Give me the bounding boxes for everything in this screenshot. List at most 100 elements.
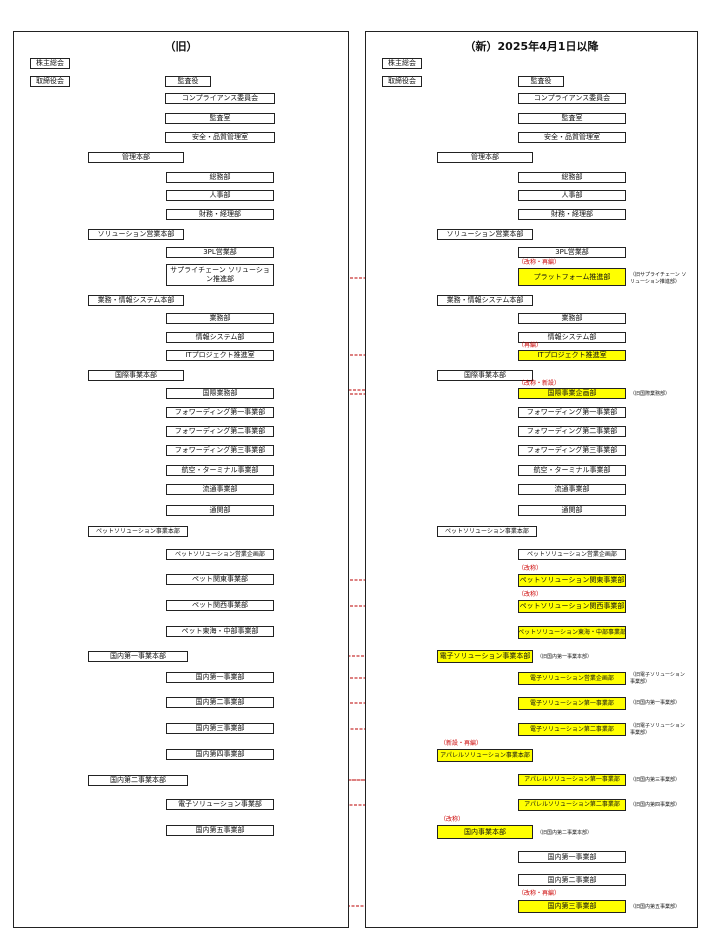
- box-it-project: ITプロジェクト推進室: [166, 350, 274, 361]
- box-compliance: コンプライアンス委員会: [165, 93, 275, 104]
- side-elec2: （旧電子ソリューション 事業部）: [630, 723, 685, 736]
- box-supply-chain: サプライチェーン ソリューション推進部: [166, 264, 274, 286]
- box-hr: 人事部: [166, 190, 274, 201]
- box-new-pet-kanto: ペットソリューション関東事業部: [518, 574, 626, 587]
- box-dom1-div2: 国内第二事業部: [166, 697, 274, 708]
- box-general-affairs: 総務部: [166, 172, 274, 183]
- box-pet-hq: ペットソリューション事業本部: [88, 526, 188, 537]
- box-domestic-hq: 国内事業本部: [437, 825, 533, 839]
- box-elec-planning: 電子ソリューション営業企画部: [518, 672, 626, 685]
- box-apparel2: アパレルソリューション第二事業部: [518, 799, 626, 811]
- box-solution-hq: ソリューション営業本部: [88, 229, 184, 240]
- box-finance: 財務・経理部: [166, 209, 274, 220]
- box-new-tokyo: 通関部: [518, 505, 626, 516]
- box-safety: 安全・品質管理室: [165, 132, 275, 143]
- box-admin-hq: 管理本部: [88, 152, 184, 163]
- box-dom-div5: 国内第五事業部: [166, 825, 274, 836]
- box-new-pet-planning: ペットソリューション営業企画部: [518, 549, 626, 560]
- box-new-intl-hq: 国際事業本部: [437, 370, 533, 381]
- box-new-fwd1: フォワーディング第一事業部: [518, 407, 626, 418]
- box-auditor: 監査役: [165, 76, 211, 87]
- box-distribution: 流通事業部: [166, 484, 274, 495]
- box-3pl-sales: 3PL営業部: [166, 247, 274, 258]
- box-new-3pl-sales: 3PL営業部: [518, 247, 626, 258]
- side-elec1: （旧国内第一事業部）: [630, 700, 681, 706]
- box-new-admin-hq: 管理本部: [437, 152, 533, 163]
- box-pet-planning: ペットソリューション営業企画部: [166, 549, 274, 560]
- box-audit-office: 監査室: [165, 113, 275, 124]
- box-new-air-sea: 航空・ターミナル事業部: [518, 465, 626, 476]
- box-ops-hq: 業務・情報システム本部: [88, 295, 184, 306]
- box-new-fwd3: フォワーディング第三事業部: [518, 445, 626, 456]
- note-pet-kanto: （改称）: [518, 565, 543, 572]
- box-new-auditor: 監査役: [518, 76, 564, 87]
- side-apparel1: （旧国内第三事業部）: [630, 777, 681, 783]
- box-dom1-div4: 国内第四事業部: [166, 749, 274, 760]
- side-elec-planning: （旧電子ソリューション 事業部）: [630, 672, 685, 685]
- box-board: 取締役会: [30, 76, 70, 87]
- side-intl: （旧国際業務部）: [630, 391, 671, 397]
- box-new-dom-div2: 国内第二事業部: [518, 874, 626, 886]
- box-pet-tokai: ペット東海・中部事業部: [166, 626, 274, 637]
- old-panel-title: （旧）: [164, 40, 198, 53]
- box-shareholders: 株主総会: [30, 58, 70, 69]
- box-dom1-div3: 国内第三事業部: [166, 723, 274, 734]
- box-ops: 業務部: [166, 313, 274, 324]
- box-elec1: 電子ソリューション第一事業部: [518, 697, 626, 710]
- box-new-it-systems: 情報システム部: [518, 332, 626, 343]
- side-dom-div3: （旧国内第五事業部）: [630, 904, 681, 910]
- box-platform: プラットフォーム推進部: [518, 268, 626, 286]
- note-it-project: （再編）: [518, 342, 543, 349]
- box-new-it-project: ITプロジェクト推進室: [518, 350, 626, 361]
- box-intl-planning: 国際事業企画部: [518, 388, 626, 399]
- box-apparel-hq: アパレルソリューション事業本部: [437, 749, 533, 762]
- box-new-pet-tokai: ペットソリューション東海・中部事業部: [518, 626, 626, 639]
- box-new-distribution: 流通事業部: [518, 484, 626, 495]
- box-new-hr: 人事部: [518, 190, 626, 201]
- box-fwd1: フォワーディング第一事業部: [166, 407, 274, 418]
- box-new-pet-kansai: ペットソリューション関西事業部: [518, 600, 626, 613]
- box-elec-sol: 電子ソリューション事業部: [166, 799, 274, 810]
- box-dom1-div1: 国内第一事業部: [166, 672, 274, 683]
- box-new-solution-hq: ソリューション営業本部: [437, 229, 533, 240]
- box-new-pet-hq: ペットソリューション事業本部: [437, 526, 537, 537]
- box-it-systems: 情報システム部: [166, 332, 274, 343]
- box-new-general-affairs: 総務部: [518, 172, 626, 183]
- note-platform: （改称・再編）: [518, 259, 561, 266]
- new-organization-panel: [365, 31, 698, 928]
- box-new-fwd2: フォワーディング第二事業部: [518, 426, 626, 437]
- box-new-dom-div1: 国内第一事業部: [518, 851, 626, 863]
- box-new-shareholders: 株主総会: [382, 58, 422, 69]
- box-new-board: 取締役会: [382, 76, 422, 87]
- box-pet-kanto: ペット関東事業部: [166, 574, 274, 585]
- box-new-audit-office: 監査室: [518, 113, 626, 124]
- note-domestic: （改称）: [440, 816, 465, 823]
- side-platform: （旧サプライチェーン ソリューション推進部）: [630, 272, 687, 285]
- box-fwd3: フォワーディング第三事業部: [166, 445, 274, 456]
- note-intl: （改称・新設）: [518, 380, 561, 387]
- box-intl-hq: 国際事業本部: [88, 370, 184, 381]
- box-dom2-hq: 国内第二事業本部: [88, 775, 188, 786]
- note-dom-div3: （改称・再編）: [518, 890, 561, 897]
- old-organization-panel: [13, 31, 349, 928]
- box-dom1-hq: 国内第一事業本部: [88, 651, 188, 662]
- box-new-finance: 財務・経理部: [518, 209, 626, 220]
- box-new-dom-div3: 国内第三事業部: [518, 900, 626, 913]
- box-air-sea: 航空・ターミナル事業部: [166, 465, 274, 476]
- box-pet-kansai: ペット関西事業部: [166, 600, 274, 611]
- side-elec-hq: （旧国内第一事業本部）: [537, 654, 593, 660]
- box-tokyo: 通関部: [166, 505, 274, 516]
- side-apparel2: （旧国内第四事業部）: [630, 802, 681, 808]
- side-domestic: （旧国内第二事業本部）: [537, 830, 593, 836]
- box-new-safety: 安全・品質管理室: [518, 132, 626, 143]
- box-new-ops-hq: 業務・情報システム本部: [437, 295, 533, 306]
- note-apparel: （新設・再編）: [440, 740, 483, 747]
- new-panel-title: （新）2025年4月1日以降: [464, 40, 599, 53]
- box-intl-sales: 国際業務部: [166, 388, 274, 399]
- box-fwd2: フォワーディング第二事業部: [166, 426, 274, 437]
- box-apparel1: アパレルソリューション第一事業部: [518, 774, 626, 786]
- box-elec-hq: 電子ソリューション事業本部: [437, 650, 533, 663]
- box-new-ops: 業務部: [518, 313, 626, 324]
- note-pet-kansai: （改称）: [518, 591, 543, 598]
- box-new-compliance: コンプライアンス委員会: [518, 93, 626, 104]
